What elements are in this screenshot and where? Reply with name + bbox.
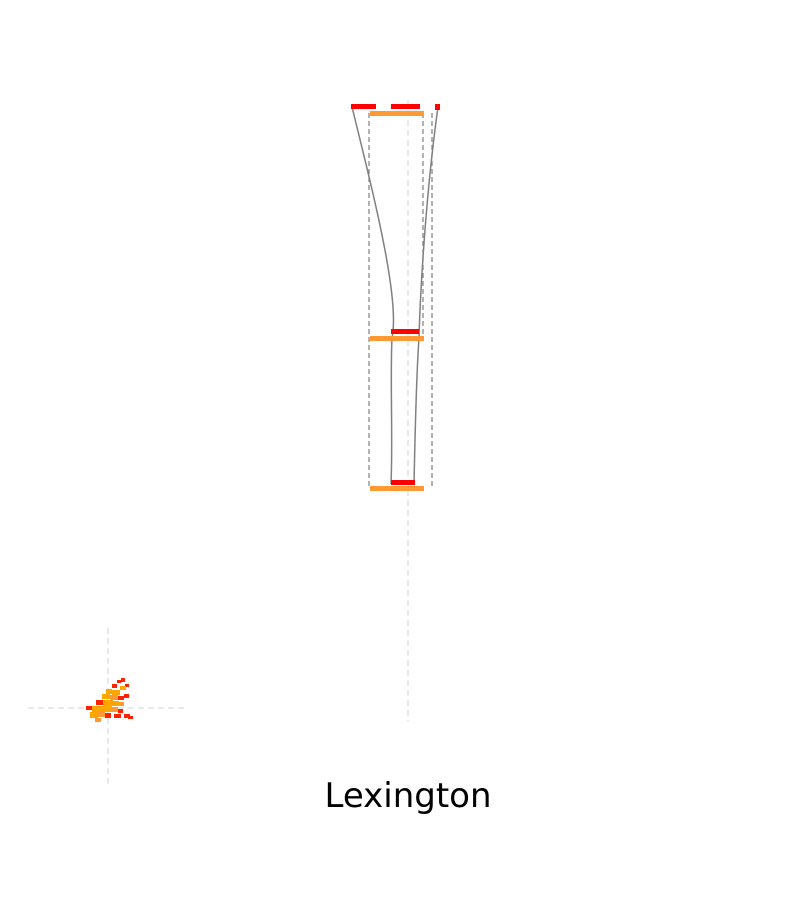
guide-lines [28, 100, 409, 788]
fractal-pixel [114, 714, 121, 718]
fractal-pixel [119, 702, 124, 706]
fractal-pixel [124, 714, 130, 718]
red-marks [351, 104, 440, 485]
floor-bars [370, 111, 424, 491]
fractal-pixel [98, 712, 105, 717]
fractal-pixel [92, 706, 104, 712]
middle-floor-bar [370, 336, 424, 341]
city-title: Lexington [324, 776, 492, 816]
fractal-pixel [118, 696, 124, 700]
bottom-red-mark [391, 480, 415, 485]
fractal-pixel [96, 700, 103, 705]
fractal-pixel [120, 686, 126, 690]
fractal-pixel [112, 684, 117, 688]
top-red-mark-left [351, 104, 376, 109]
fractal-pixel [110, 695, 118, 700]
fractal-pixel [125, 684, 129, 687]
fractal-pixel [112, 690, 120, 695]
fractal-pixel [112, 707, 118, 712]
fractal-pixel [103, 700, 113, 706]
fractal-pixel [90, 712, 98, 718]
fractal-pixel [105, 713, 111, 718]
fractal-pixel [128, 716, 133, 719]
fractal-pixel [121, 678, 125, 682]
fractal-pixel [124, 694, 129, 698]
fractal-pixel [86, 706, 92, 710]
right-connector-curve [413, 106, 439, 485]
fractal-pixel [117, 680, 121, 683]
top-red-mark-right [435, 104, 440, 110]
bottom-floor-bar [370, 486, 424, 491]
fractal-pixel [118, 709, 123, 713]
fractal-pixel [104, 706, 112, 712]
middle-red-mark [391, 329, 419, 334]
fractal-pixel [113, 701, 119, 706]
column-frame [368, 113, 433, 488]
fractal-pixel [106, 689, 112, 694]
fractal-pixel [102, 694, 110, 699]
fractal-cluster [86, 678, 133, 722]
top-floor-bar [370, 111, 424, 116]
fractal-pixel [95, 718, 101, 722]
left-connector-curve [351, 106, 395, 485]
top-red-mark-center [391, 104, 420, 109]
connector-curves [351, 106, 439, 485]
